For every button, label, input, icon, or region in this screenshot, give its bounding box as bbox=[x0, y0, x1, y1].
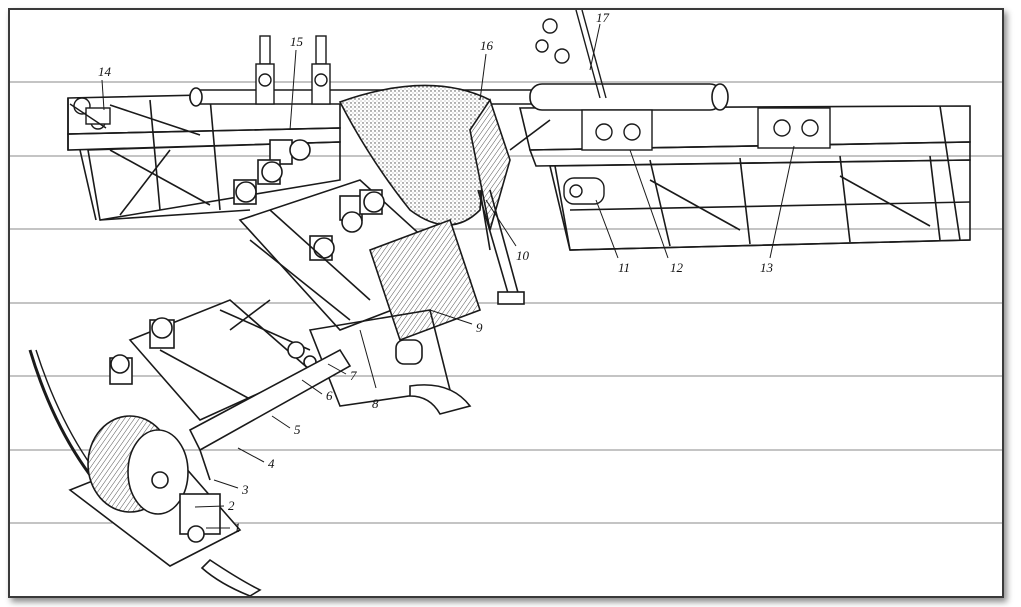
left-end-clamp bbox=[69, 97, 111, 130]
right-shaft bbox=[529, 83, 729, 111]
callout-3: 3 bbox=[241, 482, 249, 497]
callout-15: 15 bbox=[290, 34, 304, 49]
callout-4: 4 bbox=[268, 456, 275, 471]
top-screws bbox=[255, 35, 331, 105]
callout-1: 1 bbox=[234, 520, 241, 535]
callout-8: 8 bbox=[372, 396, 379, 411]
forming-hood bbox=[338, 84, 511, 231]
callout-2: 2 bbox=[228, 498, 235, 513]
machine-drawing: 1 2 3 4 5 6 7 8 9 10 11 12 13 14 15 16 1… bbox=[10, 10, 1002, 596]
base-rail bbox=[308, 309, 472, 415]
callout-16: 16 bbox=[480, 38, 494, 53]
roll-stand-upper bbox=[233, 139, 482, 342]
callout-9: 9 bbox=[476, 320, 483, 335]
callout-7: 7 bbox=[350, 368, 357, 383]
callout-14: 14 bbox=[98, 64, 112, 79]
callout-13: 13 bbox=[760, 260, 774, 275]
callout-labels: 1 2 3 4 5 6 7 8 9 10 11 12 13 14 15 16 1… bbox=[98, 10, 774, 535]
bottom-beam bbox=[188, 348, 352, 481]
top-pulleys bbox=[535, 10, 607, 99]
figure-frame: 1 2 3 4 5 6 7 8 9 10 11 12 13 14 15 16 1… bbox=[8, 8, 1004, 598]
callout-5: 5 bbox=[294, 422, 301, 437]
carriages bbox=[581, 107, 831, 151]
callout-12: 12 bbox=[670, 260, 684, 275]
decoiler bbox=[28, 349, 262, 596]
leader-lines bbox=[101, 23, 795, 529]
callout-6: 6 bbox=[326, 388, 333, 403]
left-frame bbox=[67, 91, 341, 221]
callout-10: 10 bbox=[516, 248, 530, 263]
callout-17: 17 bbox=[596, 10, 610, 25]
center-legs bbox=[477, 119, 551, 305]
pinch-roller bbox=[563, 177, 605, 205]
callout-11: 11 bbox=[618, 260, 630, 275]
